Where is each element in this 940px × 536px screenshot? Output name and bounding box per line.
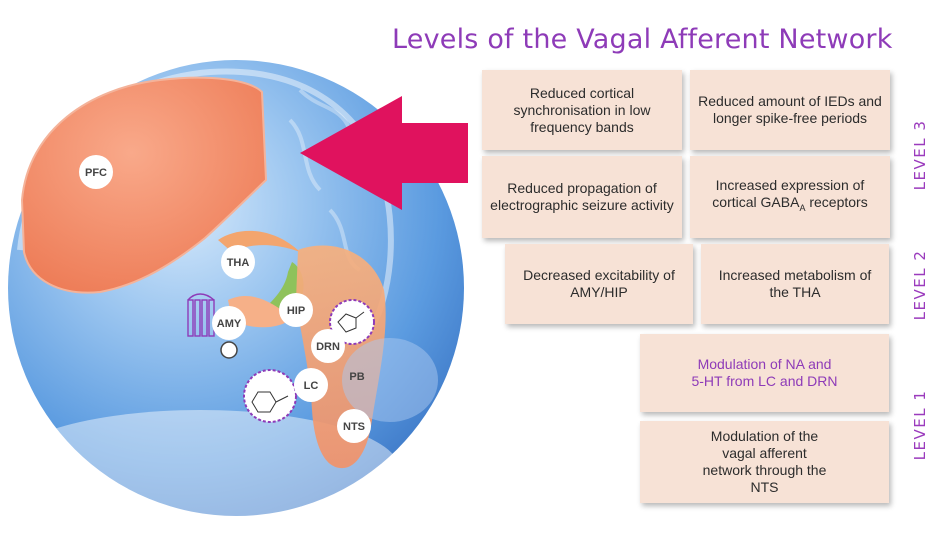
vagus-node xyxy=(220,341,238,359)
box-ieds: Reduced amount of IEDs and longer spike-… xyxy=(690,70,890,150)
box-na-line1: Modulation of NA and xyxy=(697,356,832,372)
diagram-title: Levels of the Vagal Afferent Network xyxy=(392,24,893,55)
box-amy-hip-excitability: Decreased excitability of AMY/HIP xyxy=(505,244,693,324)
label-hip-text: HIP xyxy=(287,305,305,317)
label-pfc: PFC xyxy=(79,155,113,189)
sphere-fade xyxy=(0,410,400,530)
molecule-icon-lc xyxy=(243,369,297,423)
label-drn-text: DRN xyxy=(316,341,340,353)
label-pb: PB xyxy=(349,371,364,383)
label-nts-text: NTS xyxy=(343,421,365,433)
label-pb-text: PB xyxy=(349,371,364,383)
box-cortical-synchronisation: Reduced cortical synchronisation in low … xyxy=(482,70,682,150)
label-hip: HIP xyxy=(279,293,313,327)
label-drn: DRN xyxy=(311,329,345,363)
label-tha-text: THA xyxy=(227,257,250,269)
level3-arrow xyxy=(300,96,468,210)
level-2-label: LEVEL 2 xyxy=(911,249,929,321)
box-tha-metabolism: Increased metabolism of the THA xyxy=(701,244,889,324)
label-amy-text: AMY xyxy=(217,318,242,330)
box-gaba-receptors: Increased expression of cortical GABAA r… xyxy=(690,156,890,238)
label-amy: AMY xyxy=(212,306,246,340)
label-lc-text: LC xyxy=(304,380,319,392)
molecule-icon-drn xyxy=(329,299,375,345)
box-seizure-propagation: Reduced propagation of electrographic se… xyxy=(482,156,682,238)
label-tha: THA xyxy=(221,245,255,279)
box-na-5ht-modulation: Modulation of NA and 5-HT from LC and DR… xyxy=(640,334,889,412)
label-lc: LC xyxy=(294,368,328,402)
level-3-label: LEVEL 3 xyxy=(911,119,929,191)
box-nts-modulation: Modulation of the vagal afferent network… xyxy=(640,421,889,503)
box-gaba-text: Increased expression of cortical GABAA r… xyxy=(712,177,868,213)
label-nts: NTS xyxy=(337,409,371,443)
level-1-label: LEVEL 1 xyxy=(911,389,929,461)
prefrontal-cortex xyxy=(20,76,268,294)
label-pfc-text: PFC xyxy=(85,167,107,179)
cerebellum xyxy=(342,338,438,422)
box-na-line2: 5-HT from LC and DRN xyxy=(691,373,838,389)
